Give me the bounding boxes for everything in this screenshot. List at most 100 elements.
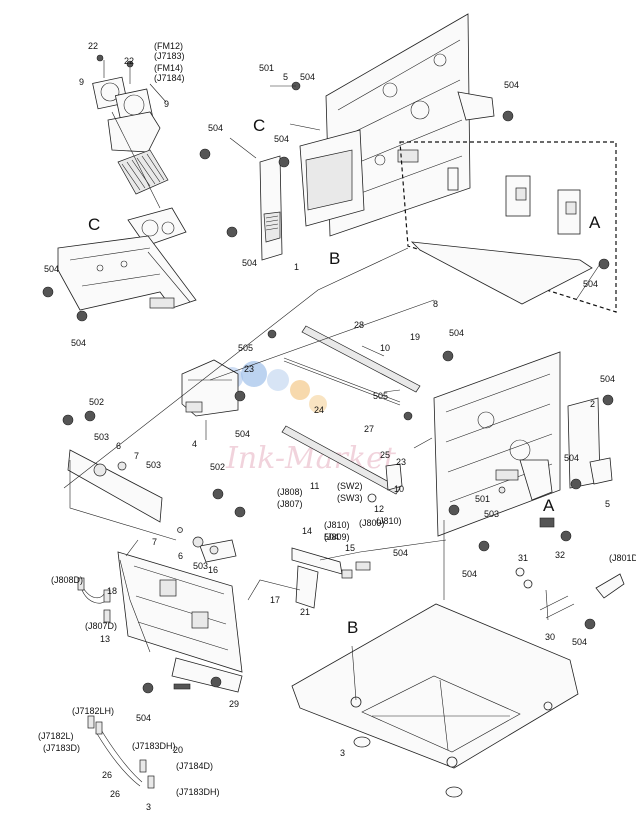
lever-assembly <box>515 567 625 619</box>
callout: 19 <box>410 332 420 342</box>
callout: 7 <box>152 537 157 547</box>
callout: (J807D) <box>85 621 117 631</box>
screw-glyphs <box>42 54 614 694</box>
callout: 31 <box>518 553 528 563</box>
callout: 12 <box>374 504 384 514</box>
callout: (J7184) <box>154 73 185 83</box>
callout: (J809) <box>359 518 385 528</box>
callout: (J808) <box>277 487 303 497</box>
callout: (J7182L) <box>38 731 74 741</box>
callout: (SW2) <box>337 481 363 491</box>
callout: 504 <box>583 279 598 289</box>
callout: (J7183) <box>154 51 185 61</box>
callout: 504 <box>242 258 257 268</box>
callout: 11 <box>310 481 319 491</box>
callout: 504 <box>136 713 151 723</box>
callout: 20 <box>173 745 183 755</box>
callout: 3 <box>340 748 345 758</box>
feet <box>353 736 463 798</box>
callout: 9 <box>79 77 84 87</box>
callout-labels: 22 22 (FM12) (J7183) (FM14) (J7184) 9 9 … <box>38 41 636 812</box>
callout: 504 <box>300 72 315 82</box>
callout: 24 <box>314 405 324 415</box>
harness-20 <box>87 715 155 789</box>
callout: 502 <box>210 462 225 472</box>
lower-right-side-plate <box>433 351 613 537</box>
section-c-upper: C <box>253 116 265 135</box>
callout: 504 <box>449 328 464 338</box>
callout: 504 <box>274 134 289 144</box>
callout: 5 <box>605 499 610 509</box>
leader-lines <box>63 85 601 701</box>
callout: 8 <box>433 299 438 309</box>
callout: (J807) <box>277 499 303 509</box>
section-a-board: A <box>589 213 601 232</box>
fan-duct-bracket <box>57 235 197 311</box>
callout: 504 <box>564 453 579 463</box>
callout: (J809) <box>324 532 350 542</box>
base-plate <box>291 603 579 769</box>
callout: 504 <box>393 548 408 558</box>
callout: 17 <box>270 595 280 605</box>
callout: (J7183DH) <box>132 741 176 751</box>
callout: 6 <box>116 441 121 451</box>
callout: 504 <box>324 532 339 542</box>
callout: (J7183DH) <box>176 787 220 797</box>
callout: 28 <box>354 320 364 330</box>
left-bracket-plate <box>67 449 243 693</box>
sensor-bracket <box>291 463 403 609</box>
callout: 503 <box>146 460 161 470</box>
callout: 501 <box>259 63 274 73</box>
callout: 16 <box>208 565 218 575</box>
control-board <box>410 175 593 305</box>
callout: 29 <box>229 699 239 709</box>
callout: 504 <box>235 429 250 439</box>
watermark-logo: Ink-Market <box>221 361 397 476</box>
callout: (FM12) <box>154 41 183 51</box>
callout: 21 <box>300 607 310 617</box>
callout: 501 <box>475 494 490 504</box>
callout: 1 <box>294 262 299 272</box>
callout: 504 <box>504 80 519 90</box>
callout: 23 <box>396 457 406 467</box>
section-b-frame: B <box>329 249 340 268</box>
callout: (FM14) <box>154 63 183 73</box>
callout: 5 <box>283 72 288 82</box>
callout: 4 <box>192 439 197 449</box>
callout: 27 <box>364 424 374 434</box>
callout: 26 <box>110 789 120 799</box>
section-b-base: B <box>347 618 358 637</box>
callout: 504 <box>462 569 477 579</box>
rail-rods <box>281 325 421 495</box>
callout: (SW3) <box>337 493 363 503</box>
callout: 505 <box>238 343 253 353</box>
section-c-left: C <box>88 215 100 234</box>
callout: 10 <box>380 343 390 353</box>
section-a-right: A <box>543 496 555 515</box>
callout: (J810) <box>376 516 402 526</box>
callout: 502 <box>89 397 104 407</box>
callout: 25 <box>380 450 390 460</box>
callout: 504 <box>600 374 615 384</box>
callout: 503 <box>484 509 499 519</box>
callout: (J7183D) <box>43 743 80 753</box>
fan-grille <box>117 149 169 195</box>
callout: 13 <box>100 634 110 644</box>
callout: 22 <box>88 41 98 51</box>
callout: 10 <box>394 484 404 494</box>
callout: 22 <box>124 56 134 66</box>
callout: 503 <box>193 561 208 571</box>
callout: 6 <box>178 551 183 561</box>
callout: (J7182LH) <box>72 706 114 716</box>
callout: 3 <box>146 802 151 812</box>
callout: 504 <box>44 264 59 274</box>
callout: 504 <box>572 637 587 647</box>
callout: (J7184D) <box>176 761 213 771</box>
callout: 503 <box>94 432 109 442</box>
callout: (J808D) <box>51 575 83 585</box>
fan-assembly <box>92 60 187 247</box>
callout: 23 <box>244 364 254 374</box>
harness-18 <box>77 577 111 623</box>
drive-unit <box>181 359 239 417</box>
